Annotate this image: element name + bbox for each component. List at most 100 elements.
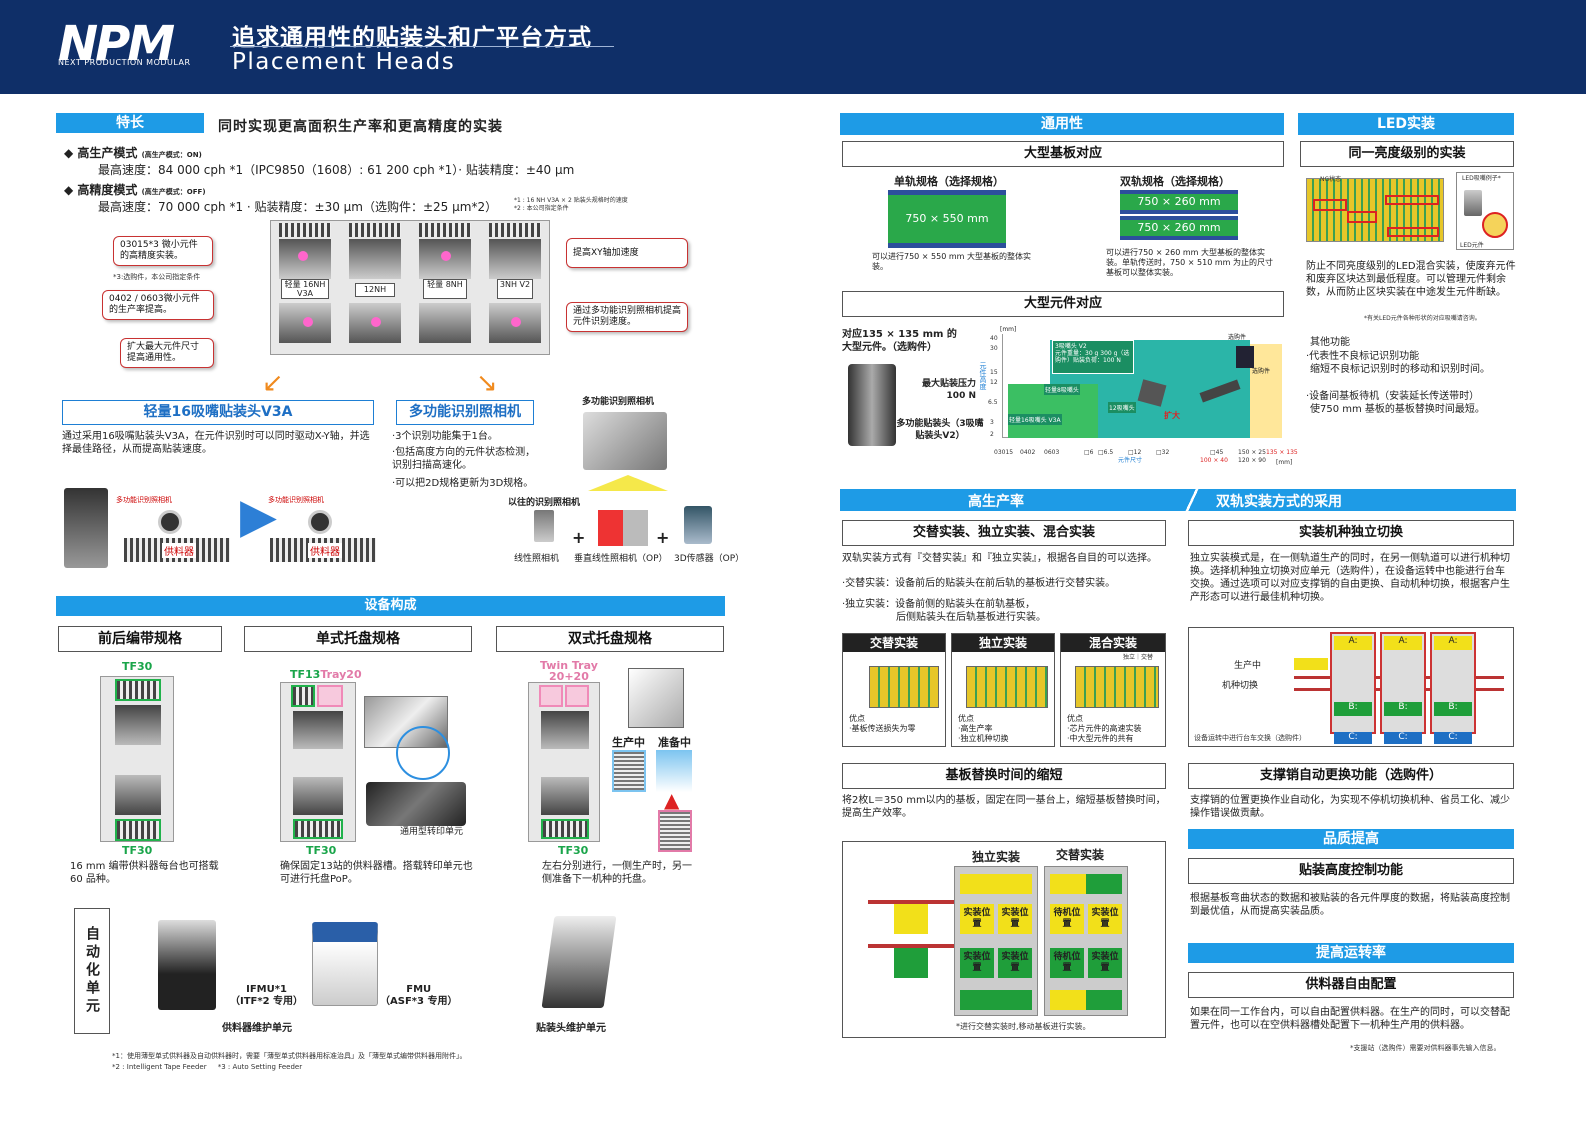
head-maint-label: 贴装头维护单元 [536, 1023, 606, 1034]
head-a: A: [1434, 636, 1472, 650]
ind-desc-2: 后侧贴装头在后轨基板进行实装。 [896, 612, 1046, 623]
large-comp-title: 大型元件对应 [842, 291, 1284, 317]
dual-rail-label: 双轨规格（选择规格） [1120, 175, 1230, 188]
plus-icon: + [656, 528, 670, 547]
dual-board-1: 750 × 260 mm [1120, 190, 1238, 214]
merit-label: 优点 [958, 714, 974, 723]
tf30-top: TF30 [122, 660, 153, 673]
switch-diagram [1188, 627, 1514, 747]
tf13-tray20: TF13Tray20 [290, 668, 362, 681]
head-label: 轻量 16NH V3A [281, 279, 329, 299]
productivity-title: 高生产率 [968, 494, 1024, 510]
sensor-3d-image [684, 506, 712, 544]
board-green [894, 948, 928, 978]
free-feeder-desc: 如果在同一工作台内，可以自由配置供料器。在生产的同时，可以交替配置元件，也可以在… [1190, 1007, 1510, 1031]
cart-c: C: [1384, 732, 1422, 744]
head-label: 3NH V2 [497, 279, 533, 299]
large-comp-desc: 对应135 × 135 mm 的大型元件。（选购件） [842, 329, 957, 353]
option-label: 选购件 [1228, 334, 1247, 341]
y-tick: 40 [990, 335, 998, 342]
camera-lens-icon [308, 510, 332, 534]
equip-note-2: *2 : Intelligent Tape Feeder *3 : Auto S… [112, 1063, 303, 1071]
led-title: LED实装 [1298, 113, 1514, 135]
feeder-label: 供料器 [162, 543, 196, 558]
y-tick: 6.5 [988, 399, 998, 406]
zoom-circle [396, 726, 450, 780]
other-1b: 缩短不良标记识别时的移动和识别时间。 [1310, 364, 1490, 375]
x-axis-label: 元件尺寸 [1118, 457, 1143, 464]
mode1-spec: 最高速度：84 000 cph *1（IPC9850（1608）: 61 200… [98, 163, 575, 177]
merit-text: ·芯片元件的高速实装 [1067, 724, 1142, 733]
tf30-bottom-3: TF30 [558, 844, 589, 857]
merit-text: ·中大型元件的共有 [1067, 734, 1134, 743]
tray-feeder-photo [628, 668, 684, 728]
ng-label: NG状态 [1320, 176, 1342, 183]
merit-label: 优点 [849, 714, 865, 723]
logo-subtitle: NEXT PRODUCTION MODULAR [58, 58, 191, 67]
old-camera-label: 以往的识别照相机 [508, 498, 581, 508]
head-label: 轻量 8NH [423, 279, 467, 299]
switch-title: 实装机种独立切换 [1188, 520, 1514, 546]
mode-diagram [1075, 666, 1159, 708]
feeder-label: 供料器 [308, 543, 342, 558]
linear-camera-image [534, 510, 554, 542]
single-desc: 可以进行750 × 550 mm 大型基板的整体实装。 [872, 252, 1031, 271]
mode-box-ind: 独立实装 优点 ·高生产率 ·独立机种切换 [951, 633, 1055, 747]
x-tick: 150 × 25 [1238, 449, 1266, 456]
tape-machine [100, 676, 174, 842]
x-tick: □32 [1156, 449, 1170, 456]
pos-label: 实装位置 [960, 904, 994, 934]
up-arrow-bg [656, 750, 692, 792]
transfer-label: 通用型转印单元 [400, 827, 464, 837]
pos-label: 实装位置 [960, 948, 994, 978]
head-b: B: [1384, 702, 1422, 716]
camera-image [583, 412, 667, 470]
camera-small-label: 多功能识别照相机 [268, 496, 324, 504]
mode2-spec: 最高速度：70 000 cph *1 · 贴装精度：±30 μm（选购件：±25… [98, 200, 498, 214]
pos-label: 实装位置 [1088, 948, 1122, 978]
dual-board-2: 750 × 260 mm [1120, 216, 1238, 240]
changeover-label: 机种切换 [1222, 681, 1259, 691]
other-title: 其他功能 [1310, 337, 1350, 348]
multi-head-image [848, 364, 896, 446]
head-label: 12NH [355, 283, 395, 297]
chip-shape [1236, 346, 1254, 368]
lane-board [1294, 658, 1328, 670]
x-axis-unit: [mm] [1276, 459, 1293, 466]
max-force-label: 最大贴装压力 100 N [921, 379, 976, 401]
same-rank-title: 同一亮度级别的实装 [1300, 141, 1514, 167]
mode-box-mixed: 混合实装 独立｜交替 优点 ·芯片元件的高速实装 ·中大型元件的共有 [1060, 633, 1166, 747]
transfer-unit-image [366, 782, 466, 826]
rail-line [868, 944, 958, 948]
diamond-bullet-icon: ◆ [64, 183, 78, 197]
up-arrow-icon: ▲ [664, 788, 680, 812]
v3a-description: 通过采用16吸嘴贴装头V3A，在元件识别时可以同时驱动X-Y轴，并选择最佳路径，… [62, 431, 370, 455]
board-yellow [960, 874, 1032, 894]
head-maint-image [541, 916, 617, 1008]
tape-desc: 16 mm 编带供料器每台也可搭载60 品种。 [70, 861, 219, 885]
footnote-2: *2 : 本公司指定条件 [514, 205, 569, 212]
led-board [1306, 178, 1444, 242]
cart-c: C: [1434, 732, 1472, 744]
features-tag: 特长 [56, 113, 204, 133]
ind-alt-label: 独立｜交替 [1123, 654, 1154, 661]
head12-label: 12吸嘴头 [1108, 402, 1136, 413]
y-tick: 30 [990, 345, 998, 352]
col-single-tray: 单式托盘规格 [244, 626, 472, 652]
swap-diagram [842, 841, 1166, 1038]
x-tick: 0603 [1044, 449, 1060, 456]
plus-icon: + [572, 528, 586, 547]
x-tick: 0402 [1020, 449, 1036, 456]
preparing-label: 准备中 [658, 736, 691, 749]
uptime-title: 提高运转率 [1188, 943, 1514, 963]
head-a: A: [1384, 636, 1422, 650]
x-tick: 100 × 40 [1200, 457, 1228, 464]
ind-desc-1: ·独立实装：设备前侧的贴装头在前轨基板， [842, 599, 1036, 610]
expand-label: 扩大 [1164, 411, 1180, 420]
pos-label: 实装位置 [998, 904, 1032, 934]
camera-desc-1: ·3个识别功能集于1台。 [392, 431, 498, 442]
heads-illustration: 轻量 16NH V3A 12NH 轻量 8NH 3NH V2 [270, 220, 550, 355]
cart-c: C: [1334, 732, 1372, 744]
dual-desc: 可以进行750 × 260 mm 大型基板的整体实装。单轨传送时，750 × 5… [1106, 248, 1273, 277]
